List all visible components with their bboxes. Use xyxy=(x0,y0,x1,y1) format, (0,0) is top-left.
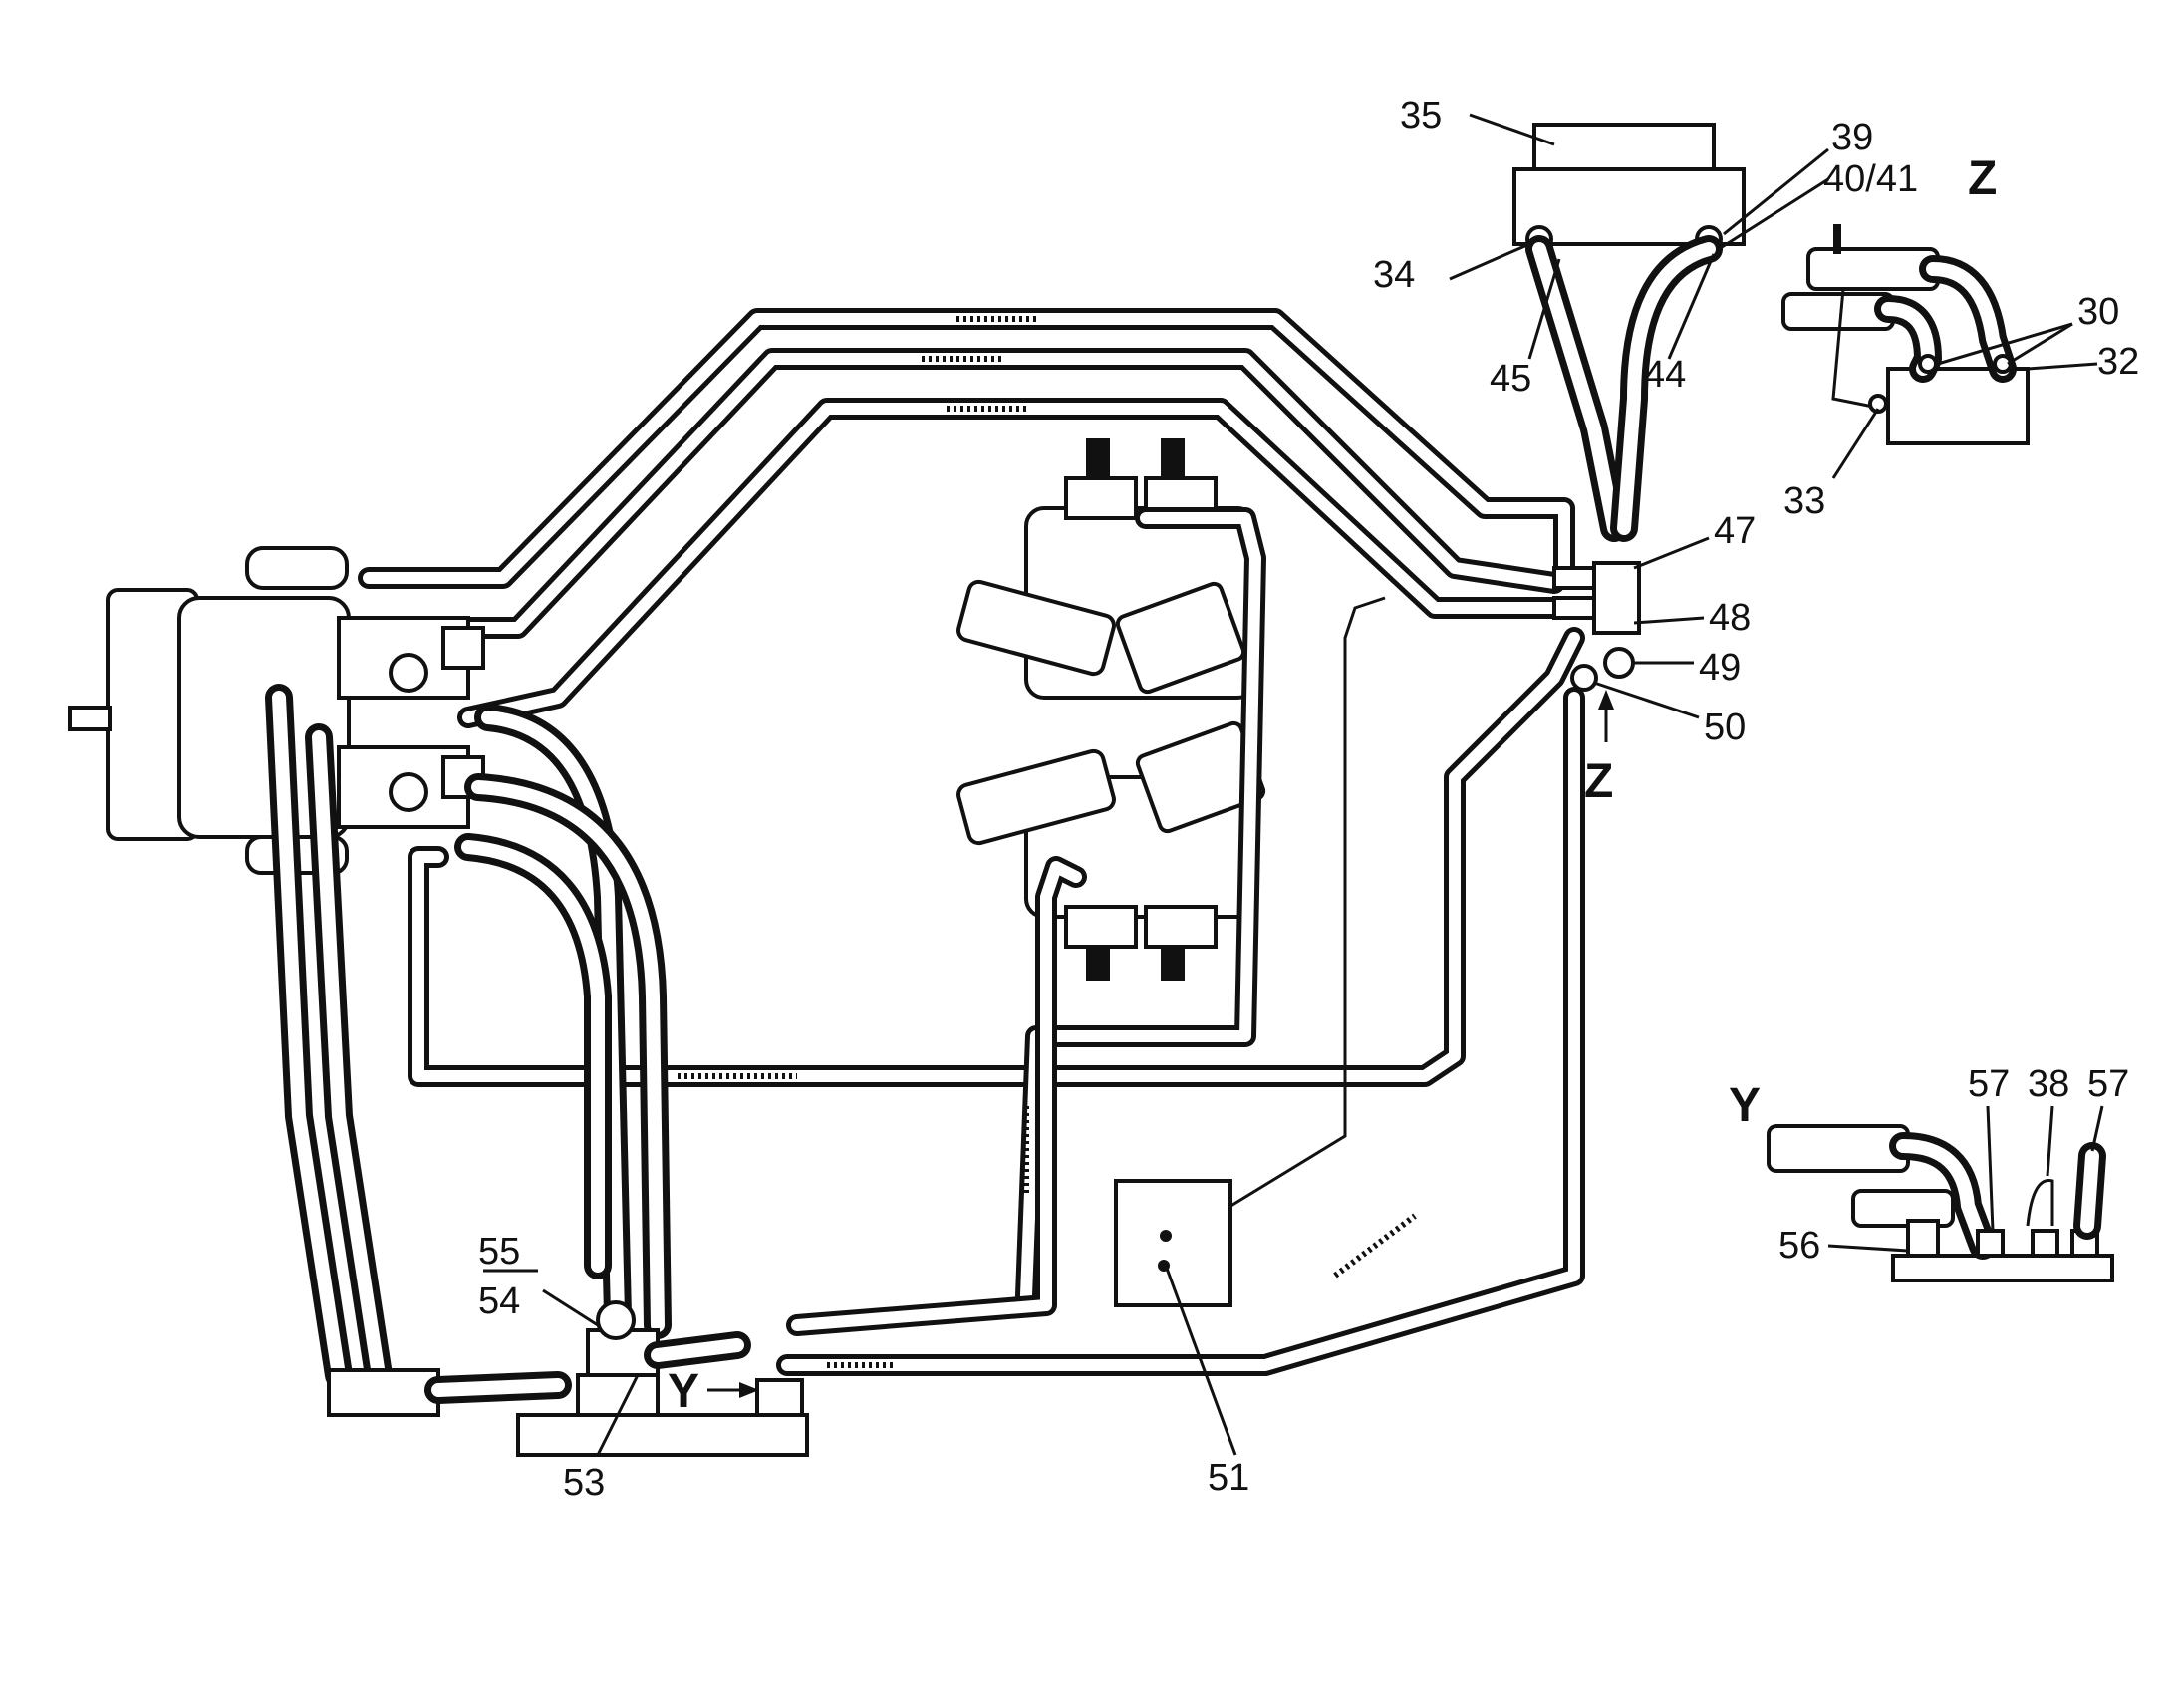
label-53: 53 xyxy=(563,1462,605,1504)
label-45: 45 xyxy=(1490,358,1531,400)
label-51: 51 xyxy=(1208,1457,1249,1499)
label-47: 47 xyxy=(1714,510,1756,552)
thin-return-line xyxy=(1165,596,1386,1248)
label-56: 56 xyxy=(1778,1225,1820,1267)
valve-block-35 xyxy=(1512,123,1746,542)
label-57-left: 57 xyxy=(1968,1063,2010,1105)
distributor-block-47 xyxy=(1552,561,1641,692)
detail-z xyxy=(1781,224,2030,445)
label-32: 32 xyxy=(2097,341,2139,383)
label-49: 49 xyxy=(1699,647,1741,689)
label-55: 55 xyxy=(478,1231,520,1273)
label-50: 50 xyxy=(1704,707,1746,748)
view-z-arrow-label: Z xyxy=(1584,755,1613,808)
label-35: 35 xyxy=(1400,95,1442,137)
label-33: 33 xyxy=(1783,480,1825,522)
travel-motors xyxy=(786,438,1266,1336)
lower-pipe-loop xyxy=(408,627,1585,1376)
callout-labels: 35 39 40/41 34 45 44 47 48 49 50 30 32 3… xyxy=(478,95,2139,1504)
label-39: 39 xyxy=(1831,117,1873,158)
upper-pipe-loops xyxy=(358,308,1575,728)
view-y-title: Y xyxy=(1729,1079,1761,1132)
label-38: 38 xyxy=(2028,1063,2069,1105)
label-48: 48 xyxy=(1709,597,1751,639)
view-z-title: Z xyxy=(1968,152,1997,205)
pump-hoses xyxy=(265,684,672,1389)
bottom-manifold xyxy=(327,1179,1232,1457)
main-pump xyxy=(68,546,485,875)
leader-lines xyxy=(483,113,2104,1456)
label-30: 30 xyxy=(2077,291,2119,333)
label-54: 54 xyxy=(478,1280,520,1322)
label-40-41: 40/41 xyxy=(1823,158,1918,200)
label-44: 44 xyxy=(1644,354,1686,396)
detail-y xyxy=(1767,1124,2114,1282)
view-arrows xyxy=(707,690,1614,1398)
view-y-arrow-label: Y xyxy=(668,1365,699,1418)
label-34: 34 xyxy=(1373,254,1415,296)
label-57-right: 57 xyxy=(2087,1063,2129,1105)
